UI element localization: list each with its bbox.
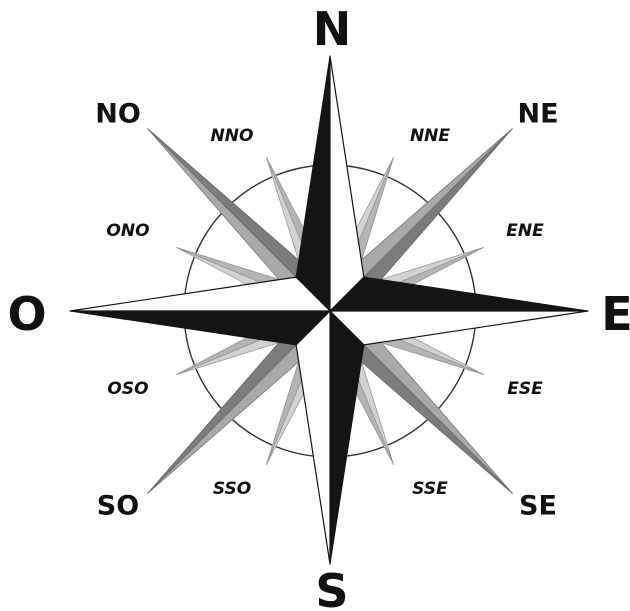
- label-northeast: NE: [517, 99, 558, 130]
- compass-points: [70, 56, 588, 564]
- point-east-dark: [330, 277, 588, 311]
- label-west-northwest: ONO: [106, 221, 149, 241]
- label-north-northwest: NNO: [211, 126, 254, 146]
- label-east: E: [601, 287, 630, 341]
- point-north-white: [330, 56, 364, 311]
- point-north-dark: [296, 56, 330, 311]
- label-north: N: [313, 2, 352, 56]
- point-south-dark: [330, 311, 364, 564]
- label-north-northeast: NNE: [410, 126, 450, 146]
- point-east-white: [330, 311, 588, 345]
- label-south-southwest: SSO: [213, 479, 251, 499]
- label-northwest: NO: [95, 99, 141, 130]
- point-south-white: [296, 311, 330, 564]
- label-west-southwest: OSO: [107, 379, 148, 399]
- label-south-southeast: SSE: [412, 479, 448, 499]
- label-west: O: [7, 287, 46, 341]
- point-west-white: [70, 277, 330, 311]
- label-east-southeast: ESE: [507, 379, 543, 399]
- label-southeast: SE: [519, 491, 557, 522]
- label-south: S: [315, 564, 348, 611]
- label-east-northeast: ENE: [506, 221, 544, 241]
- point-west-dark: [70, 311, 330, 345]
- label-southwest: SO: [97, 491, 139, 522]
